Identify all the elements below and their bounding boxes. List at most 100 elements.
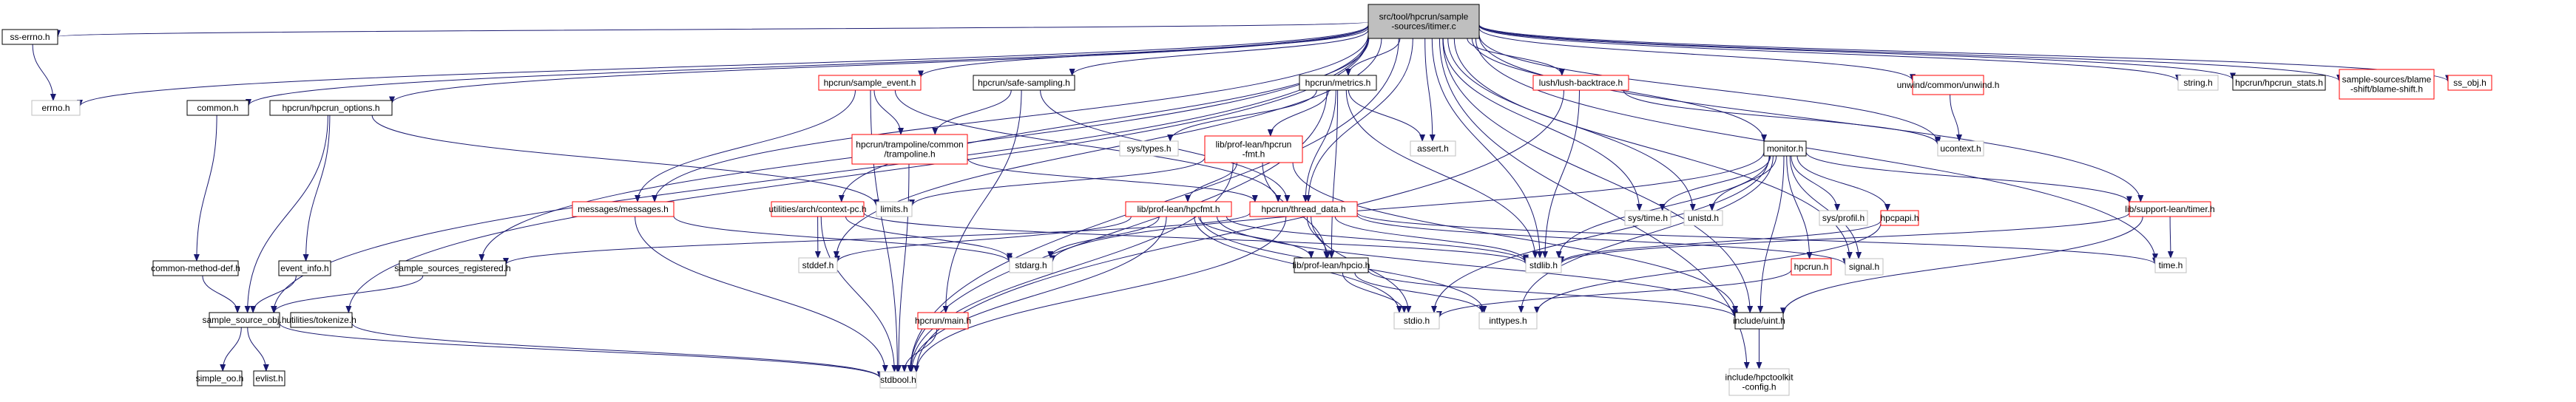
node-safe-sampling[interactable]: hpcrun/safe-sampling.h <box>973 75 1075 91</box>
node-box <box>1791 258 1832 276</box>
node-box <box>186 100 249 116</box>
node-unistd[interactable]: unistd.h <box>1683 210 1723 226</box>
edge-thread_data-to-signal <box>1356 214 1848 266</box>
node-main[interactable]: hpcrun/main.h <box>915 312 971 330</box>
node-common-method-def[interactable]: common-method-def.h <box>151 260 240 276</box>
node-stdbool[interactable]: stdbool.h <box>879 371 917 389</box>
node-box <box>399 260 507 276</box>
node-ss-registered[interactable]: sample_sources_registered.h <box>394 260 511 276</box>
node-box <box>1624 210 1671 226</box>
node-box <box>917 312 969 330</box>
edge-context_pc-to-stdlib <box>863 212 1529 265</box>
node-box <box>31 100 81 116</box>
edge-trampoline-to-thread_data <box>967 157 1258 202</box>
node-label: stddef.h <box>802 260 834 270</box>
node-label: simple_oo.h <box>196 373 244 384</box>
edge-hpcrun_fmt-to-uint <box>1292 162 1739 313</box>
node-time[interactable]: time.h <box>2154 257 2187 273</box>
node-tokenize[interactable]: utilities/tokenize.h <box>286 312 356 328</box>
node-hpcrun-options[interactable]: hpcrun/hpcrun_options.h <box>269 100 393 116</box>
node-sample-source-obj[interactable]: sample_source_obj.h <box>202 312 287 328</box>
node-label: ucontext.h <box>1940 143 1981 154</box>
node-ucontext[interactable]: ucontext.h <box>1937 140 1984 157</box>
node-box <box>278 260 331 276</box>
edge-root-to-lush <box>1467 38 1565 76</box>
edge-root-to-ss_obj <box>1478 24 2451 83</box>
node-hpcrun-h[interactable]: hpcrun.h <box>1791 258 1832 276</box>
node-ss-errno[interactable]: ss-errno.h <box>1 29 58 45</box>
node-evlist[interactable]: evlist.h <box>253 370 285 386</box>
node-label: messages/messages.h <box>578 204 669 214</box>
node-sys-profil[interactable]: sys/profil.h <box>1819 210 1868 226</box>
edge-thread_data-to-stdbool <box>913 216 1287 373</box>
node-sys-types[interactable]: sys/types.h <box>1119 140 1179 157</box>
node-limits[interactable]: limits.h <box>876 201 913 217</box>
node-hpcpapi[interactable]: hpcpapi.h <box>1880 210 1919 226</box>
node-label: -config.h <box>1742 382 1776 392</box>
node-timer[interactable]: lib/support-lean/timer.h <box>2125 201 2215 217</box>
node-hpcfmt[interactable]: lib/prof-lean/hpcfmt.h <box>1125 201 1232 217</box>
node-label: -sources/itimer.c <box>1391 21 1456 32</box>
node-sample-event[interactable]: hpcrun/sample_event.h <box>818 75 922 91</box>
node-simple-oo[interactable]: simple_oo.h <box>196 370 244 386</box>
node-hpcrun-fmt[interactable]: lib/prof-lean/hpcrun-fmt.h <box>1204 135 1303 163</box>
node-box <box>876 201 913 217</box>
node-stdarg[interactable]: stdarg.h <box>1009 257 1053 273</box>
edge-monitor-to-stdlib <box>1555 155 1771 259</box>
node-sys-time[interactable]: sys/time.h <box>1624 210 1671 226</box>
edge-hpcfmt-to-stdarg <box>1047 216 1160 259</box>
node-stddef[interactable]: stddef.h <box>798 257 838 273</box>
node-label: include/hpctoolkit <box>1725 372 1794 383</box>
node-trampoline[interactable]: hpcrun/trampoline/common/trampoline.h <box>851 134 968 165</box>
edge-root-to-errno <box>77 24 1369 107</box>
node-errno[interactable]: errno.h <box>31 100 81 116</box>
node-label: ss_obj.h <box>2453 78 2487 88</box>
node-hpcrun-stats[interactable]: hpcrun/hpcrun_stats.h <box>2232 75 2326 91</box>
edge-monitor-to-uint <box>1757 155 1785 313</box>
edge-hpcfmt-to-stdbool <box>908 216 1167 372</box>
node-inttypes[interactable]: inttypes.h <box>1478 312 1538 330</box>
edge-hpcfmt-to-stddef <box>834 216 1132 263</box>
edge-unwind-to-ucontext <box>1950 94 1962 142</box>
node-box <box>1819 210 1868 226</box>
node-common[interactable]: common.h <box>186 100 249 116</box>
node-context-pc[interactable]: utilities/arch/context-pc.h <box>768 201 867 217</box>
edge-monitor-to-hpcpapi <box>1796 155 1890 211</box>
edge-root-to-hpctoolkit_config <box>1439 38 1750 369</box>
node-label: sample_sources_registered.h <box>394 263 510 273</box>
node-label: -fmt.h <box>1243 149 1265 160</box>
node-box <box>2129 201 2211 217</box>
node-thread-data[interactable]: hpcrun/thread_data.h <box>1249 201 1358 217</box>
edge-monitor-to-hpcrun_h <box>1786 155 1813 259</box>
node-signal[interactable]: signal.h <box>1845 258 1884 276</box>
node-ss-obj[interactable]: ss_obj.h <box>2447 75 2492 91</box>
node-hpcio[interactable]: lib/prof-lean/hpcio.h <box>1293 257 1370 273</box>
node-label: common.h <box>197 103 238 113</box>
node-root[interactable]: src/tool/hpcrun/sample-sources/itimer.c <box>1368 4 1480 39</box>
node-blame-shift[interactable]: sample-sources/blame-shift/blame-shift.h <box>2339 69 2435 100</box>
node-monitor[interactable]: monitor.h <box>1763 140 1807 157</box>
node-string[interactable]: string.h <box>2177 75 2219 91</box>
node-messages[interactable]: messages/messages.h <box>572 201 675 217</box>
edge-thread_data-to-ss_registered <box>503 212 1251 265</box>
node-box <box>2232 75 2326 91</box>
node-metrics[interactable]: hpcrun/metrics.h <box>1299 75 1377 91</box>
edge-monitor-to-sys_profil <box>1791 155 1841 211</box>
edge-root-to-assert <box>1424 38 1436 142</box>
node-box <box>290 312 353 328</box>
edge-root-to-thread_data <box>1305 38 1413 202</box>
node-stdio[interactable]: stdio.h <box>1393 312 1440 330</box>
node-box <box>152 260 239 276</box>
node-box <box>1368 4 1480 39</box>
node-label: stdarg.h <box>1015 260 1047 270</box>
node-event-info[interactable]: event_info.h <box>278 260 331 276</box>
node-hpctoolkit-config[interactable]: include/hpctoolkit-config.h <box>1725 368 1794 396</box>
node-label: monitor.h <box>1767 143 1803 154</box>
node-unwind[interactable]: unwind/common/unwind.h <box>1897 75 2000 95</box>
node-stdlib[interactable]: stdlib.h <box>1525 257 1562 273</box>
node-uint[interactable]: include/uint.h <box>1733 312 1785 330</box>
node-lush[interactable]: lush/lush-backtrace.h <box>1532 75 1629 91</box>
node-box <box>197 370 243 386</box>
node-assert[interactable]: assert.h <box>1410 140 1456 157</box>
